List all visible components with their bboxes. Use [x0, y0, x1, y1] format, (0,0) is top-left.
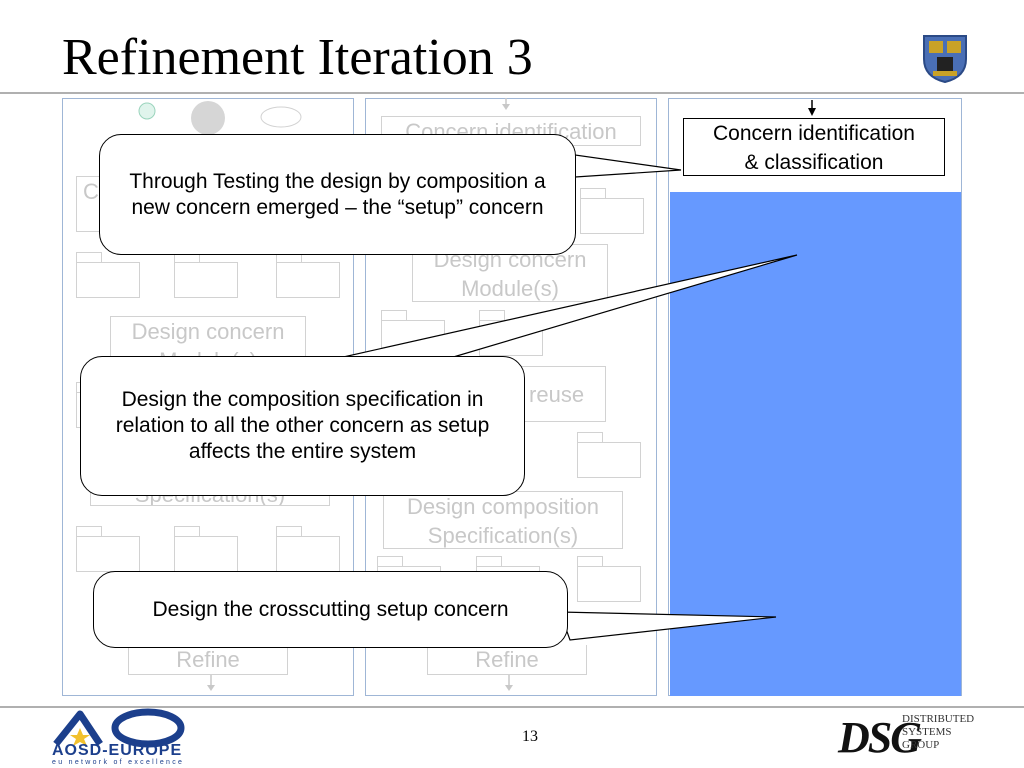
- faded-circle-large: [191, 101, 225, 135]
- title-separator: [0, 92, 1024, 94]
- left-faded-design-concern-line1: Design concern: [131, 319, 285, 344]
- callout-testing-text: Through Testing the design by compositio…: [129, 169, 546, 219]
- callout-testing: Through Testing the design by compositio…: [99, 134, 576, 255]
- footer-separator: [0, 706, 1024, 708]
- left-mini-2: [174, 252, 238, 298]
- aosd-tagline: eu network of excellence: [52, 759, 185, 766]
- callout-composition-text: Design the composition specification in …: [115, 388, 490, 463]
- left-faded-design-concern-line2: Module(s): [111, 346, 305, 359]
- left-mini-1: [76, 252, 140, 298]
- left-mini-7: [276, 526, 340, 572]
- middle-mini-4: [577, 432, 641, 478]
- concern-box-line2: & classification: [744, 151, 884, 174]
- arrowhead-left-bottom: [207, 685, 215, 691]
- concern-identification-box: Concern identification & classification: [683, 118, 945, 176]
- page-number: 13: [522, 728, 538, 745]
- left-mini-5: [76, 526, 140, 572]
- middle-mini-7: [577, 556, 641, 602]
- left-faded-design-concern: Design concern Module(s): [110, 316, 306, 360]
- middle-faded-refine: Refine: [427, 645, 587, 675]
- left-mini-6: [174, 526, 238, 572]
- middle-faded-design-concern-line2: Module(s): [461, 276, 559, 301]
- arrowhead-right-top: [808, 108, 816, 116]
- faded-circle-small: [138, 102, 156, 120]
- left-faded-refine: Refine: [128, 645, 288, 675]
- middle-faded-design-composition: Design composition Specification(s): [383, 491, 623, 549]
- concern-box-line1: Concern identification: [713, 122, 915, 145]
- dsg-word-2: SYSTEMS: [902, 726, 952, 738]
- dsg-logo-letters: DSG: [838, 713, 922, 762]
- university-crest-icon: [923, 35, 967, 83]
- callout-crosscutting-text: Design the crosscutting setup concern: [152, 597, 509, 621]
- dsg-word-1: DISTRIBUTED: [902, 713, 975, 725]
- faded-ellipse: [260, 106, 302, 128]
- dsg-word-3: GROUP: [902, 739, 940, 751]
- middle-mini-1: [580, 188, 644, 234]
- dsg-logo-words: DISTRIBUTED SYSTEMS GROUP: [902, 713, 974, 752]
- callout-composition: Design the composition specification in …: [80, 356, 525, 496]
- middle-faded-design-composition-line2: Specification(s): [427, 523, 579, 548]
- arrowhead-middle-top: [502, 104, 510, 110]
- slide-title: Refinement Iteration 3: [62, 29, 533, 86]
- arrowhead-middle-bottom: [505, 685, 513, 691]
- aosd-logo-text: AOSD-EUROPE: [52, 742, 183, 759]
- callout-crosscutting: Design the crosscutting setup concern: [93, 571, 568, 648]
- left-mini-3: [276, 252, 340, 298]
- middle-faded-design-composition-line1: Design composition: [407, 494, 599, 519]
